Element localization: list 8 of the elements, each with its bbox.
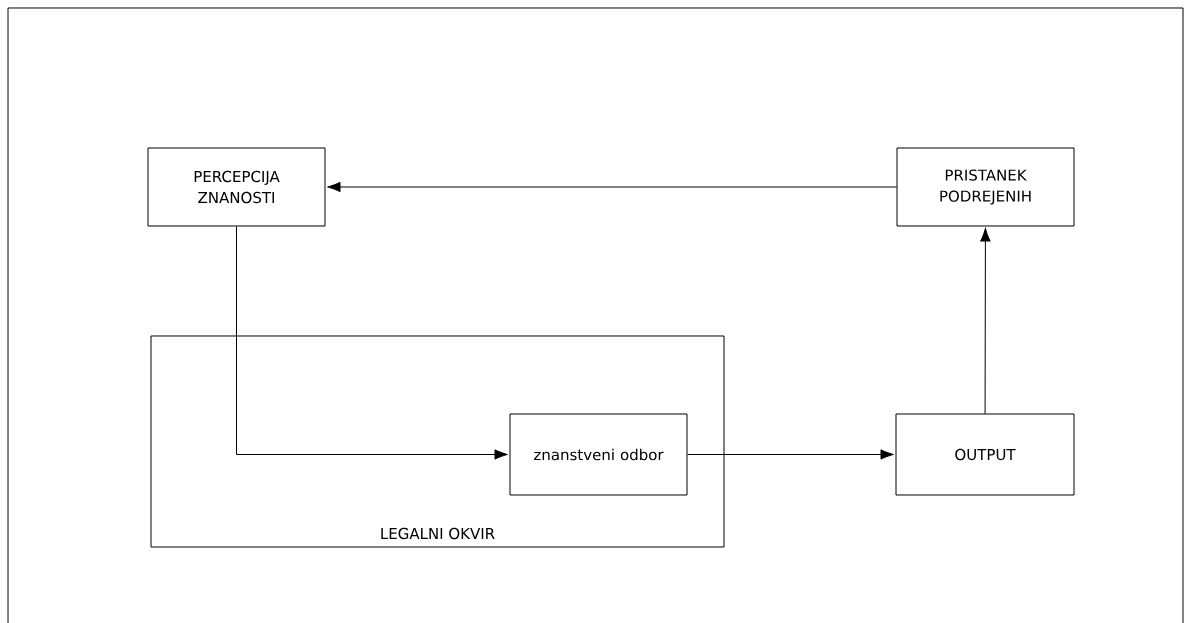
process-box: OUTPUT <box>895 413 1075 496</box>
process-box: PERCEPCIJA ZNANOSTI <box>147 147 326 227</box>
arrow <box>980 228 991 414</box>
arrow <box>687 449 894 460</box>
process-box: znanstveni odbor <box>509 413 688 496</box>
arrow <box>327 181 897 193</box>
process-box: PRISTANEK PODREJENIH <box>896 147 1075 227</box>
arrow <box>236 226 508 460</box>
